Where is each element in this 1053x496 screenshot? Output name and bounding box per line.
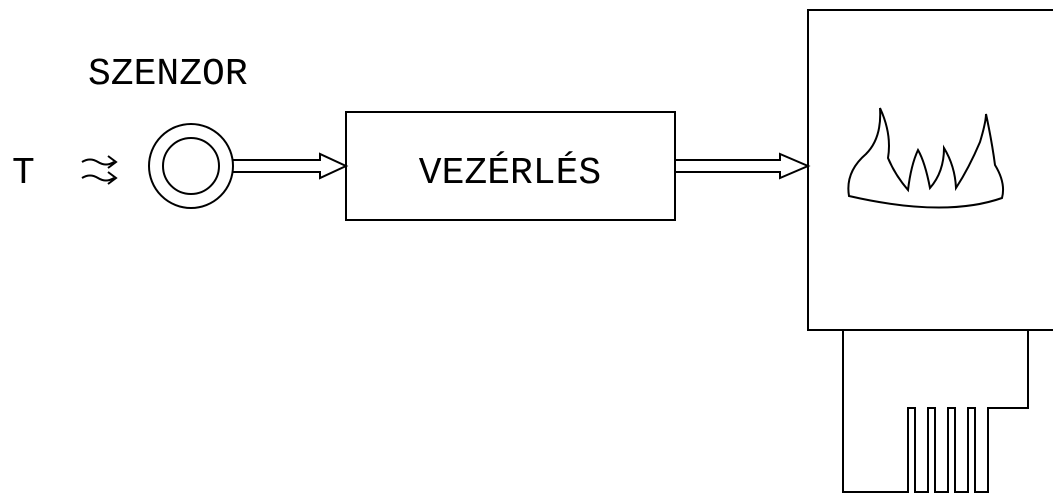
heating-element-icon xyxy=(842,330,1029,493)
controller-label: VEZÉRLÉS xyxy=(419,150,601,195)
temperature-label: T xyxy=(12,152,35,195)
controller-to-furnace-arrow xyxy=(675,152,811,180)
heat-flow-arrows-icon xyxy=(81,155,118,185)
flame-icon xyxy=(847,107,1005,209)
sensor-icon xyxy=(148,123,234,209)
sensor-to-controller-arrow xyxy=(232,152,349,180)
sensor-label: SZENZOR xyxy=(88,53,248,96)
furnace-box xyxy=(807,9,1053,331)
controller-box xyxy=(345,111,676,221)
